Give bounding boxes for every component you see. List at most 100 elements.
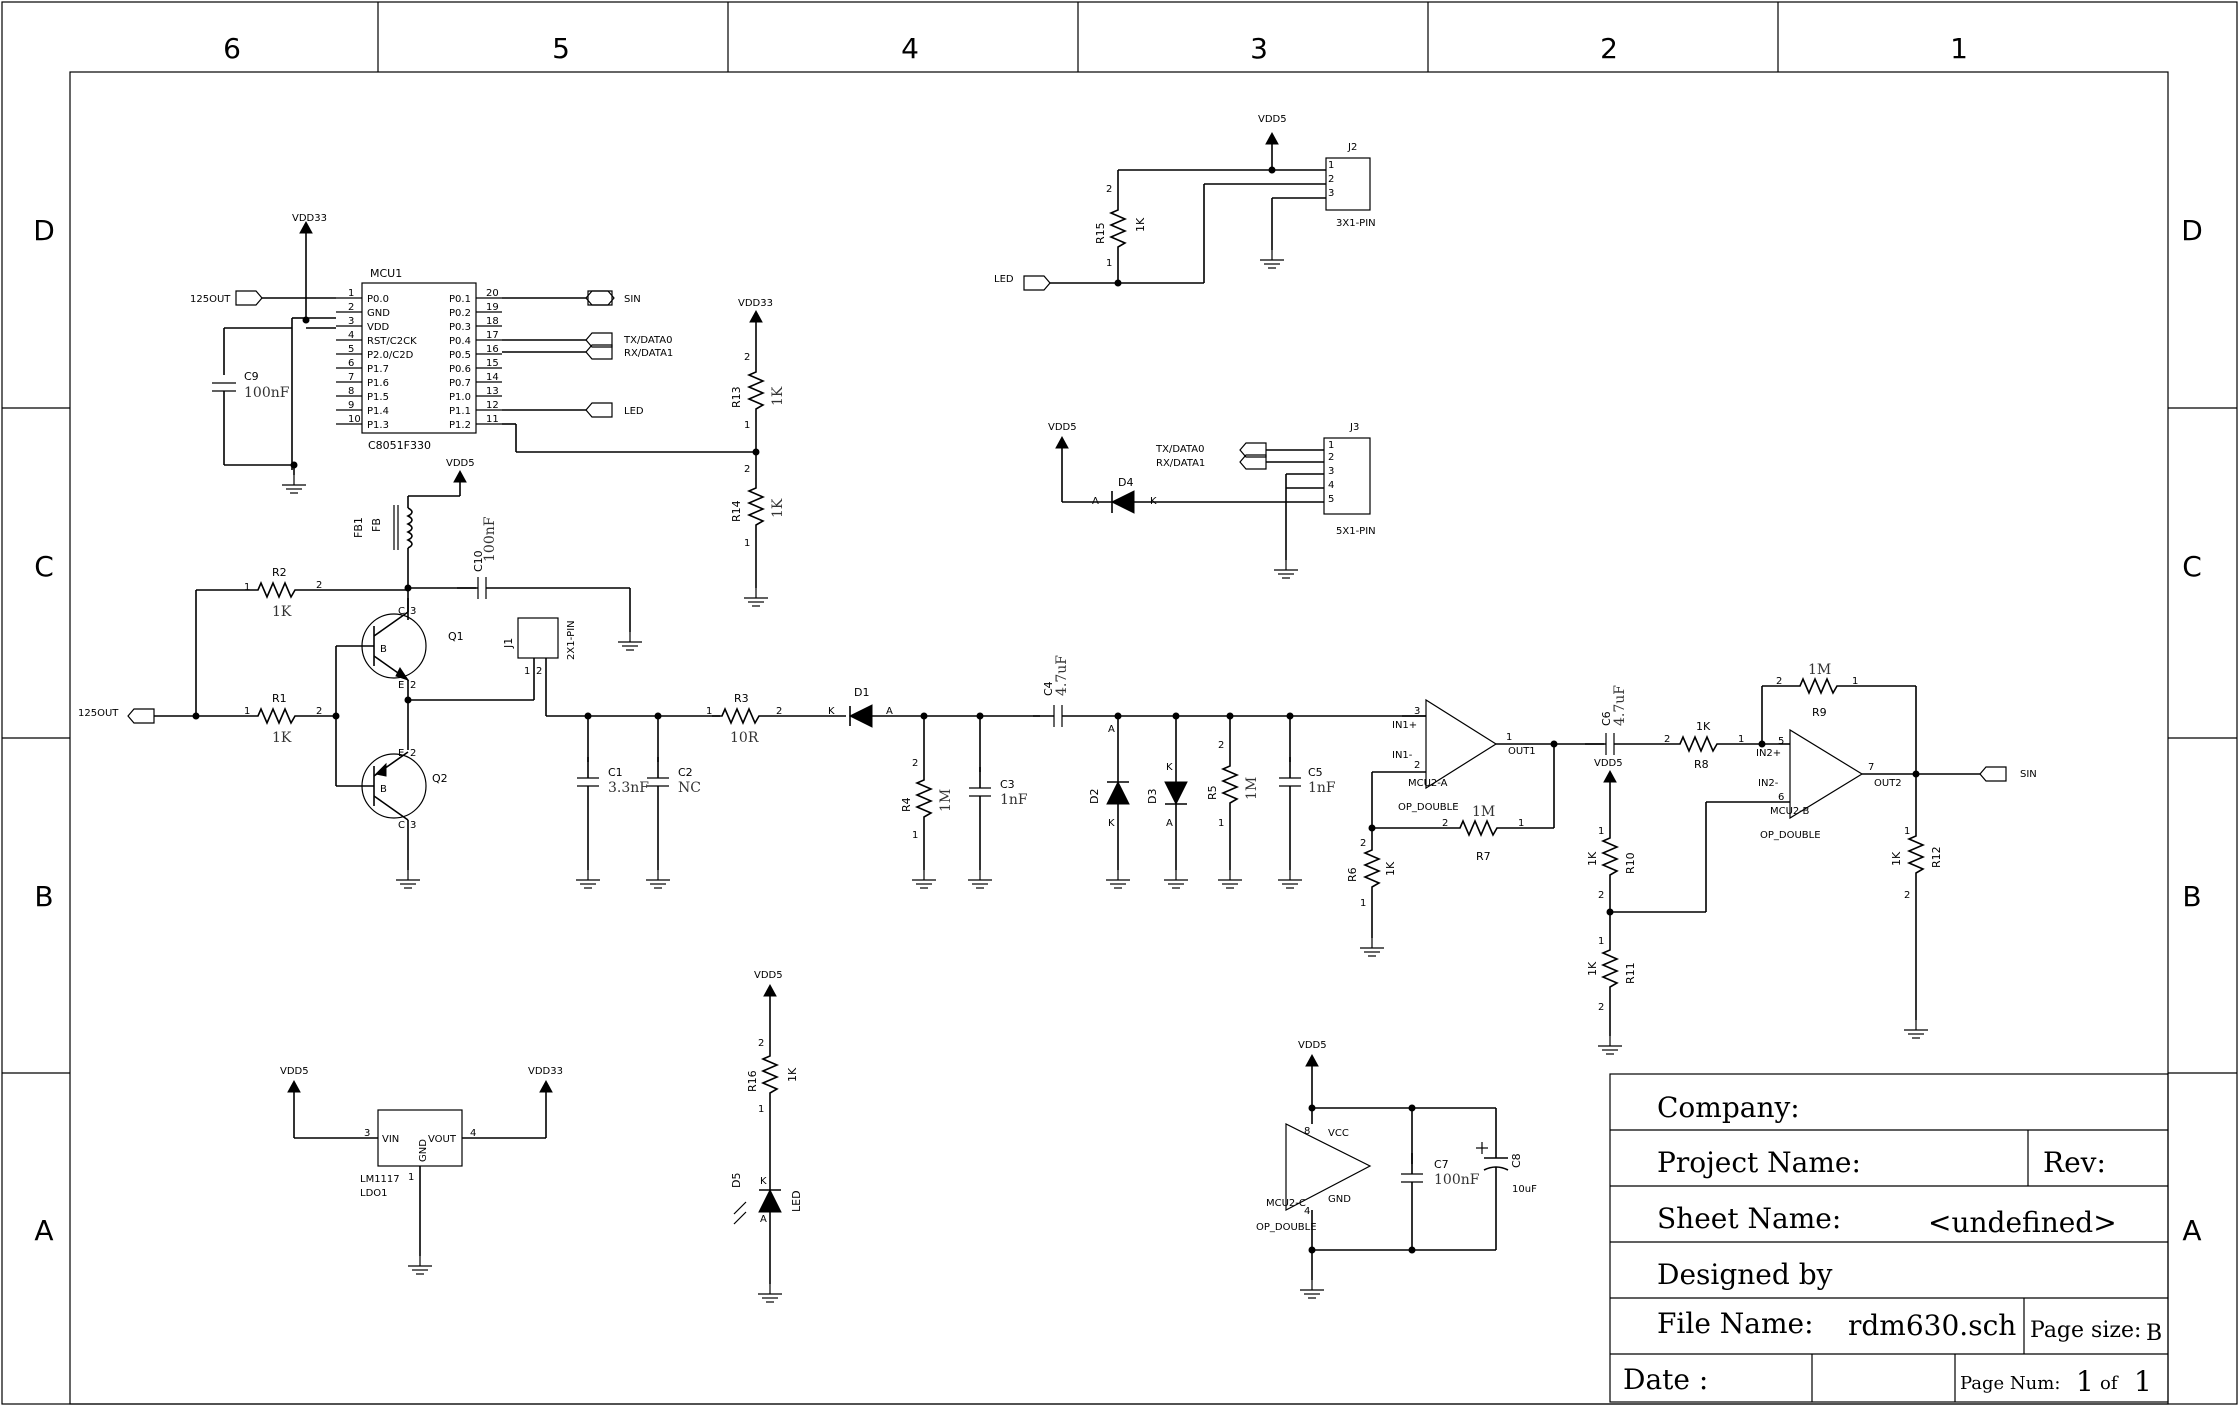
r15-ref: R15 xyxy=(1094,222,1107,244)
j2-connector: VDD5 R15 1K 2 1 LED J2 3X1-PIN 1 2 3 xyxy=(994,114,1376,291)
mcu1-wiring: VDD33 125OUT C9 100nF SIN TX/DATA0 RX/DA… xyxy=(190,213,756,494)
c10-ref: C10 xyxy=(472,550,485,572)
op-b-ref: MCU2-B xyxy=(1770,806,1810,817)
page-num-label: Page Num: xyxy=(1960,1373,2060,1394)
vdd5-net-label-opc: VDD5 xyxy=(1298,1040,1327,1051)
zone-row-d-left: D xyxy=(33,214,55,247)
page-num-value: 1 xyxy=(2076,1365,2094,1398)
j3-ref: J3 xyxy=(1349,422,1359,433)
r9-pin1: 1 xyxy=(1852,676,1858,687)
sheet-name-value: <undefined> xyxy=(1928,1206,2117,1239)
q1-pin-b: B xyxy=(380,644,387,655)
r2-ref: R2 xyxy=(272,566,287,579)
mcu1-right-pin-number: 19 xyxy=(486,302,499,313)
mcu1-right-pin-name: P0.7 xyxy=(449,378,471,389)
mcu1-right-pin-name: P0.6 xyxy=(449,364,471,375)
r3-pin2: 2 xyxy=(776,706,782,717)
d1-pin-a: A xyxy=(886,706,893,717)
r16-pin2: 2 xyxy=(758,1038,764,1049)
zone-col-2: 2 xyxy=(1600,32,1618,65)
vdd33-net-label-r13: VDD33 xyxy=(738,298,773,309)
company-label: Company: xyxy=(1657,1091,1800,1124)
ldo-pin4: 4 xyxy=(470,1128,476,1139)
ldo-vin-label: VIN xyxy=(382,1134,399,1145)
mcu1-right-pin-number: 20 xyxy=(486,288,499,299)
d1-pin-k: K xyxy=(828,706,835,717)
q2-pin3: 3 xyxy=(410,820,416,831)
mcu1-right-pin-name: P0.2 xyxy=(449,308,471,319)
driver-stage: VDD5 FB1 FB C10 100nF R2 1K 1 2 125OUT xyxy=(78,458,643,889)
d2-pin-k: K xyxy=(1108,818,1115,829)
mcu1-symbol: MCU1 C8051F330 1P0.02GND3VDD4RST/C2CK5P2… xyxy=(336,267,502,452)
tx-net-label-mcu: TX/DATA0 xyxy=(623,335,672,346)
r16-ref: R16 xyxy=(746,1070,759,1092)
c1-value: 3.3nF xyxy=(608,780,649,796)
r1-pin1: 1 xyxy=(244,706,250,717)
q1-pin2: 2 xyxy=(410,680,416,691)
r13-value: 1K xyxy=(770,386,786,406)
fb1-value: FB xyxy=(370,518,383,532)
r6-value: 1K xyxy=(1384,861,1397,876)
q2-pin-e: E xyxy=(398,748,404,759)
file-name-value: rdm630.sch xyxy=(1848,1309,2016,1342)
q1-pin3: 3 xyxy=(410,606,416,617)
r9-pin2: 2 xyxy=(1776,676,1782,687)
op-a-pin3: 3 xyxy=(1414,706,1420,717)
project-name-label: Project Name: xyxy=(1657,1146,1861,1179)
r5-ref: R5 xyxy=(1206,785,1219,800)
zone-labels: 6 5 4 3 2 1 D C B A D C B A xyxy=(33,32,2203,1247)
mcu1-left-pin-name: P1.7 xyxy=(367,364,389,375)
c3-ref: C3 xyxy=(1000,778,1015,791)
mcu1-ref: MCU1 xyxy=(370,267,402,280)
mcu1-left-pin-name: P2.0/C2D xyxy=(367,350,414,361)
r8-pin1: 1 xyxy=(1738,734,1744,745)
op-b-out: OUT2 xyxy=(1874,778,1902,789)
r7-value: 1M xyxy=(1472,804,1495,820)
rx-front-end: C1 3.3nF C2 NC R3 10R 1 2 D1 K A R4 1M 2… xyxy=(546,655,1426,889)
c5-ref: C5 xyxy=(1308,766,1323,779)
r13-ref: R13 xyxy=(730,386,743,408)
r1-pin2: 2 xyxy=(316,706,322,717)
of-label: of xyxy=(2100,1373,2119,1394)
j3-pin3: 3 xyxy=(1328,466,1334,477)
q2-pin-b: B xyxy=(380,784,387,795)
op-a-ref: MCU2-A xyxy=(1408,778,1448,789)
sin-net-label-opb: SIN xyxy=(2020,769,2037,780)
d4-pin-k: K xyxy=(1150,496,1157,507)
op-c-pin4: 4 xyxy=(1304,1206,1310,1217)
q1-pin-e: E xyxy=(398,680,404,691)
r16-value: 1K xyxy=(786,1067,799,1082)
title-block: Company: Project Name: Rev: Sheet Name: … xyxy=(1609,1073,2169,1403)
ldo-gnd-label: GND xyxy=(418,1139,429,1162)
vdd5-net-label-led: VDD5 xyxy=(754,970,783,981)
mcu1-left-pin-name: P1.5 xyxy=(367,392,389,403)
mcu1-right-pin-number: 11 xyxy=(486,414,499,425)
mcu1-right-pin-number: 14 xyxy=(486,372,499,383)
r9-value: 1M xyxy=(1808,662,1831,678)
led-net-label-j2: LED xyxy=(994,274,1014,285)
c9-value: 100nF xyxy=(244,385,290,401)
mcu1-right-pin-name: P0.5 xyxy=(449,350,471,361)
out125-net-label-driver: 125OUT xyxy=(78,708,119,719)
mcu1-left-pin-name: RST/C2CK xyxy=(367,336,417,347)
c6-ref: C6 xyxy=(1600,711,1613,726)
tx-net-label-j3: TX/DATA0 xyxy=(1155,444,1204,455)
r14-pin1: 1 xyxy=(744,538,750,549)
mcu1-left-pin-name: P0.0 xyxy=(367,294,389,305)
op-b-value: OP_DOUBLE xyxy=(1760,830,1821,841)
mcu1-left-pin-number: 7 xyxy=(348,372,354,383)
r12-pin2: 2 xyxy=(1904,890,1910,901)
op-a-in-plus: IN1+ xyxy=(1392,720,1417,731)
r10-ref: R10 xyxy=(1624,852,1637,874)
zone-col-6: 6 xyxy=(223,32,241,65)
c10-value: 100nF xyxy=(482,516,498,562)
mcu1-left-pins: 1P0.02GND3VDD4RST/C2CK5P2.0/C2D6P1.77P1.… xyxy=(336,288,417,431)
mcu1-left-pin-number: 10 xyxy=(348,414,361,425)
zone-row-d-right: D xyxy=(2181,214,2203,247)
r2-pin2: 2 xyxy=(316,580,322,591)
c8-value: 10uF xyxy=(1512,1184,1537,1195)
mcu1-right-pin-number: 12 xyxy=(486,400,499,411)
c4-value: 4.7uF xyxy=(1054,655,1070,696)
mcu1-right-pin-name: P0.4 xyxy=(449,336,471,347)
